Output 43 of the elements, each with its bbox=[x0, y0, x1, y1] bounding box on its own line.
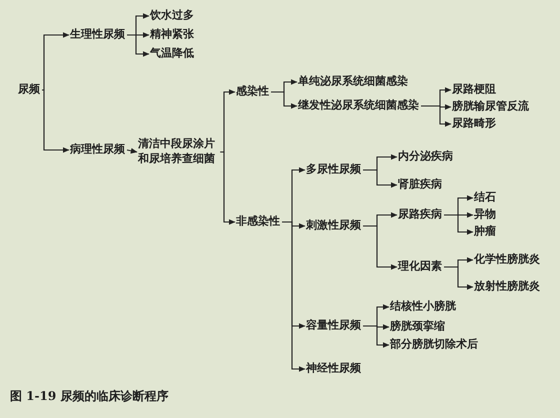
tree-label: 尿频 bbox=[18, 82, 40, 98]
tree-label: 放射性膀胱炎 bbox=[474, 280, 540, 294]
tree-label: 清洁中段尿涂片和尿培养查细菌 bbox=[138, 137, 218, 167]
arrow bbox=[282, 221, 306, 372]
tree-label: 部分膀胱切除术后 bbox=[390, 338, 478, 352]
tree-label: 气温降低 bbox=[150, 46, 194, 62]
tree-label: 异物 bbox=[474, 208, 496, 222]
tree-label: 非感染性 bbox=[236, 214, 280, 230]
tree-label: 继发性泌尿系统细菌感染 bbox=[298, 98, 419, 114]
tree-label: 容量性尿频 bbox=[306, 318, 361, 334]
arrow bbox=[363, 325, 390, 348]
tree-label: 膀胱输尿管反流 bbox=[452, 100, 529, 114]
tree-label: 结核性小膀胱 bbox=[390, 300, 456, 314]
arrow bbox=[421, 105, 452, 127]
arrow bbox=[126, 148, 138, 154]
tree-label: 膀胱颈挛缩 bbox=[390, 320, 445, 334]
tree-label: 尿路梗阻 bbox=[452, 82, 496, 98]
tree-label: 内分泌疾病 bbox=[398, 150, 453, 164]
tree-label: 感染性 bbox=[236, 84, 269, 100]
arrow bbox=[220, 151, 236, 225]
tree-label: 病理性尿频 bbox=[70, 142, 125, 158]
tree-label: 神经性尿频 bbox=[306, 362, 361, 376]
tree-label: 精神紧张 bbox=[150, 28, 194, 42]
arrow bbox=[444, 214, 474, 235]
tree-label: 化学性膀胱炎 bbox=[474, 252, 540, 268]
arrow bbox=[363, 225, 398, 270]
arrow bbox=[42, 32, 70, 91]
arrow bbox=[127, 34, 150, 57]
tree-label: 生理性尿频 bbox=[70, 28, 125, 42]
tree-label: 饮水过多 bbox=[150, 8, 194, 24]
tree-label: 理化因素 bbox=[398, 260, 442, 274]
tree-label: 多尿性尿频 bbox=[306, 162, 361, 178]
tree-label: 单纯泌尿系统细菌感染 bbox=[298, 74, 408, 90]
tree-label: 刺激性尿频 bbox=[306, 218, 361, 234]
arrow bbox=[444, 266, 474, 290]
tree-label: 尿路疾病 bbox=[398, 208, 442, 222]
arrow bbox=[363, 169, 398, 188]
tree-label: 肾脏疾病 bbox=[398, 178, 442, 192]
tree-label: 尿路畸形 bbox=[452, 116, 496, 132]
figure-caption: 图 1-19 尿频的临床诊断程序 bbox=[10, 388, 168, 405]
tree-label: 肿瘤 bbox=[474, 224, 496, 240]
tree-label: 结石 bbox=[474, 190, 496, 206]
arrow bbox=[42, 89, 70, 153]
